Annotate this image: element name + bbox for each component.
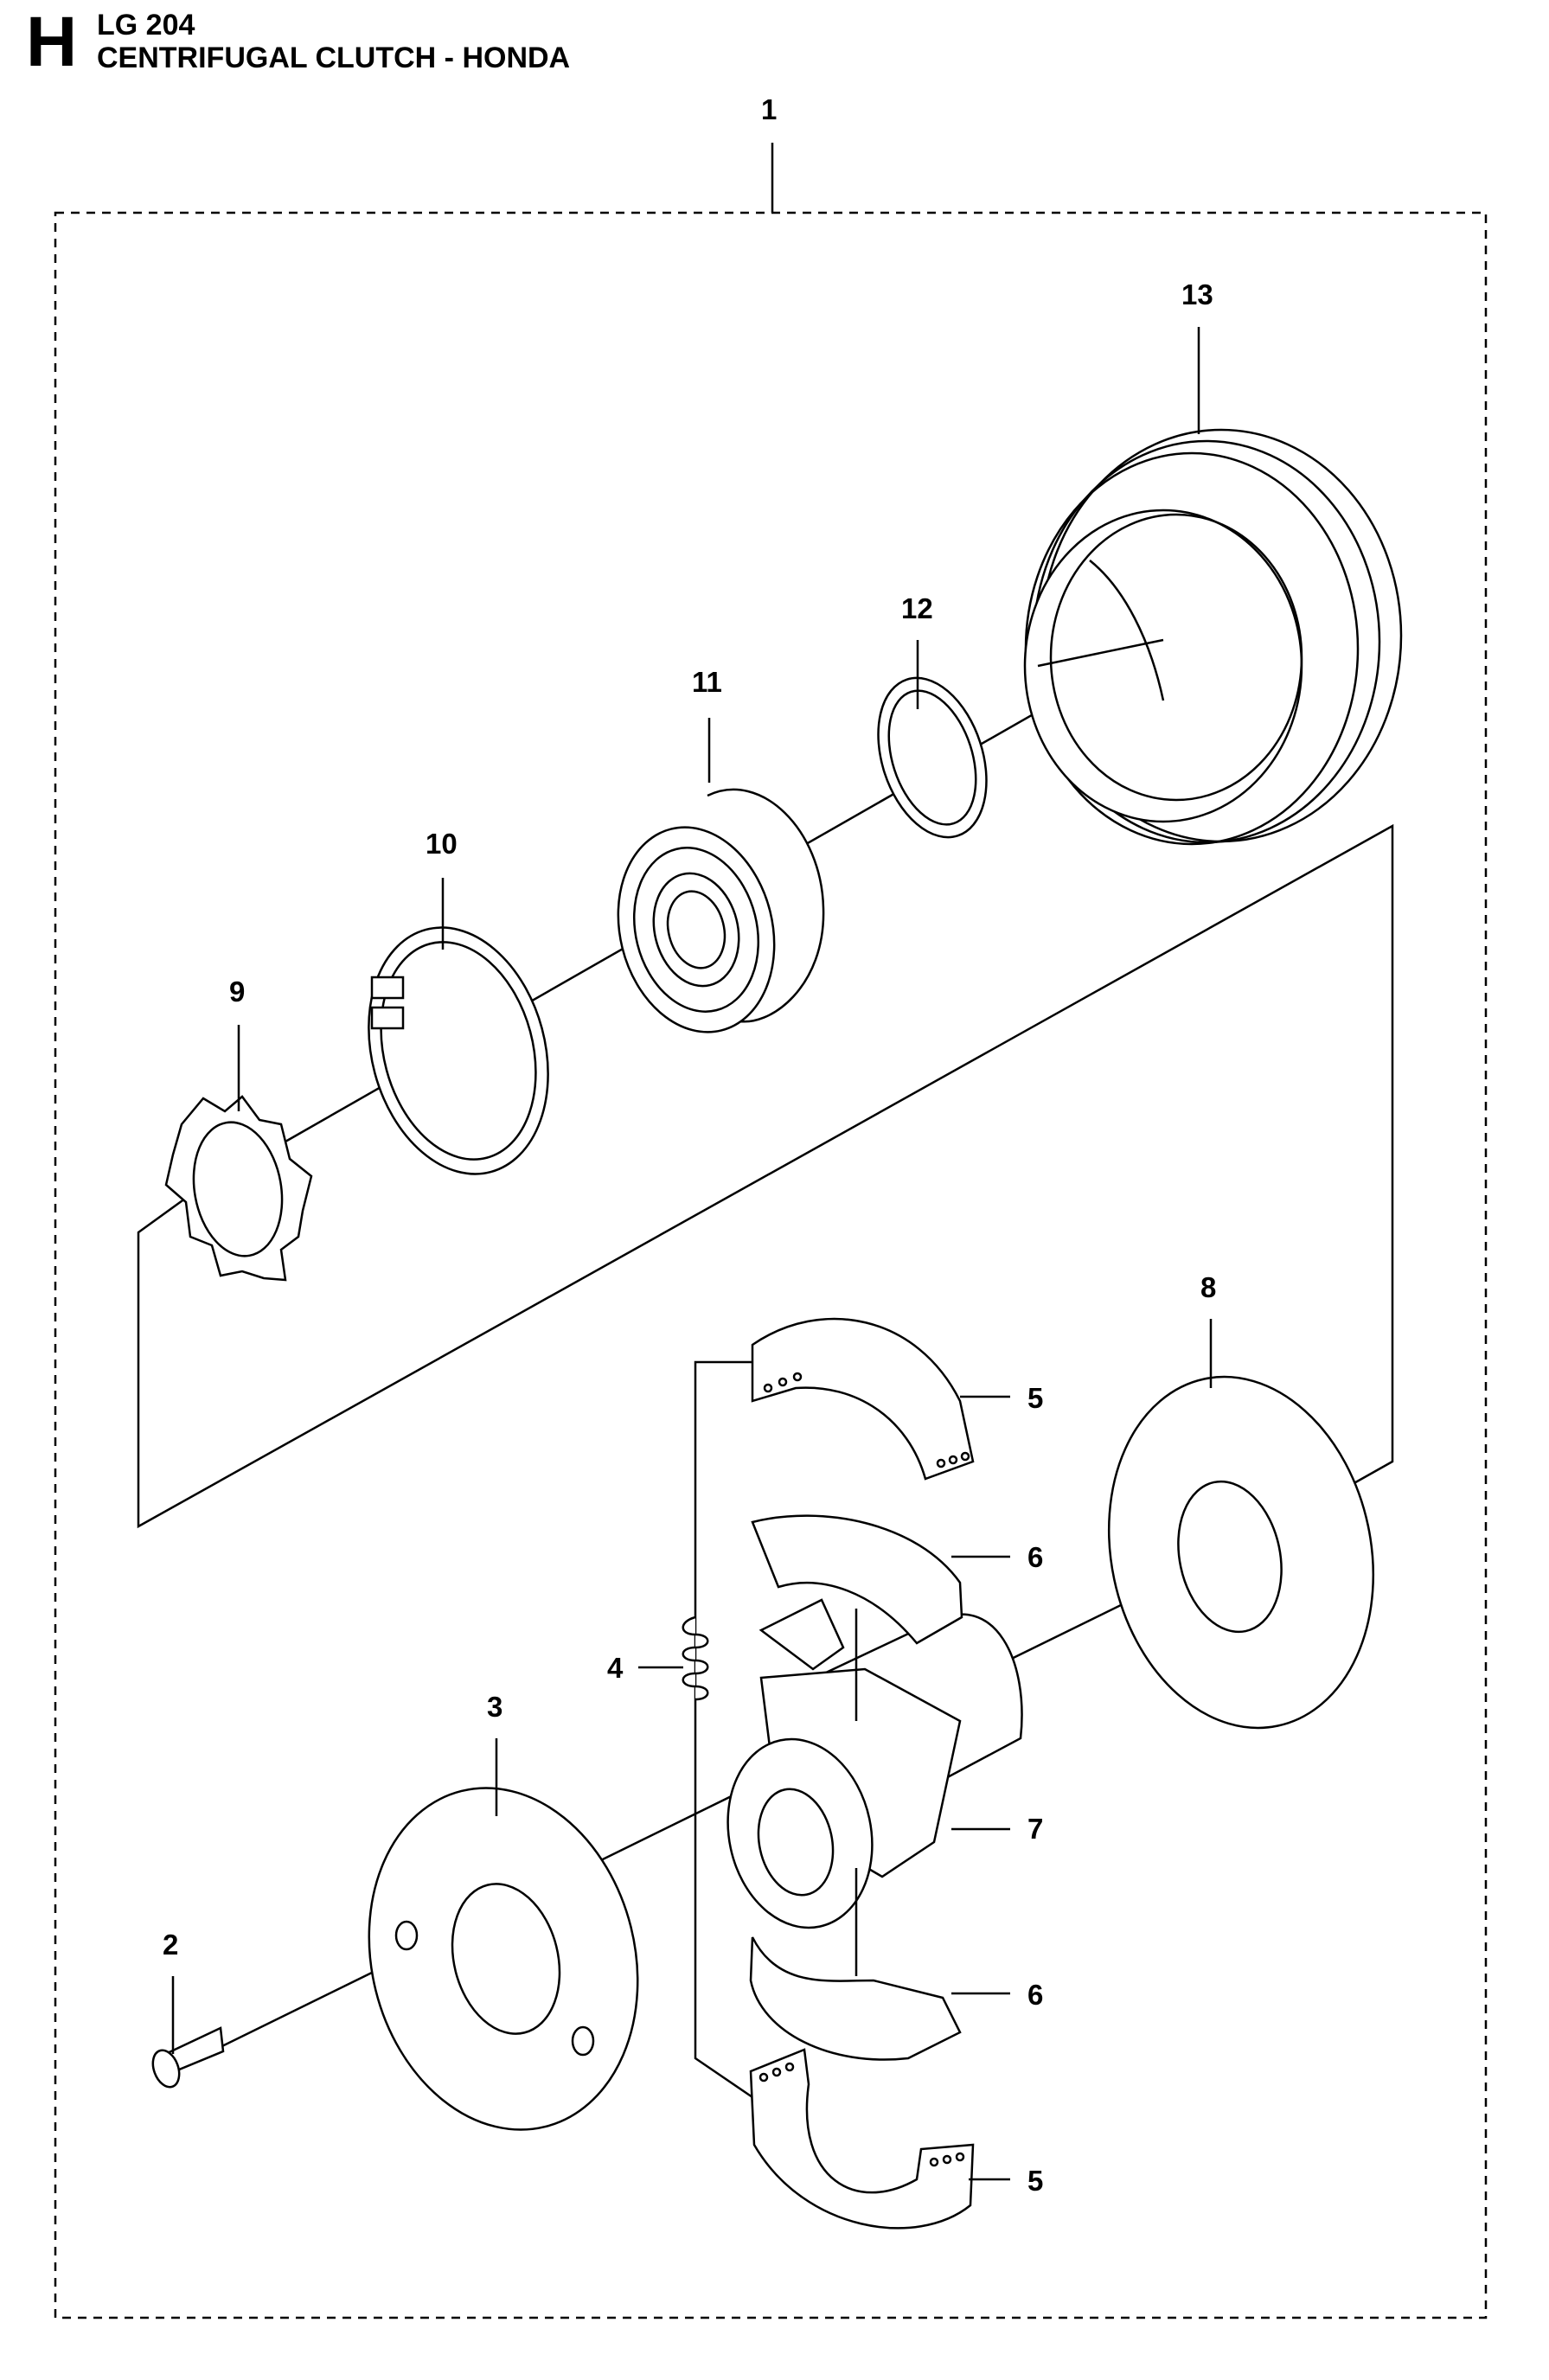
part-9-tab-washer [164,1095,313,1282]
part-3-plate [368,1787,639,2131]
part-5-clutch-shoe-upper [751,1317,975,1481]
callout-5-lower: 5 [1027,2165,1043,2197]
part-2-screw [151,2026,225,2089]
part-12-ring [877,676,988,839]
diagram-title: CENTRIFUGAL CLUTCH - HONDA [97,42,571,74]
shoe-bracket [694,1360,753,2099]
callout-8: 8 [1200,1271,1216,1303]
callout-6-lower: 6 [1027,1979,1043,2011]
callout-1: 1 [761,93,777,125]
model-number: LG 204 [97,9,195,42]
section-letter: H [26,3,78,81]
part-8-disc [1107,1375,1375,1730]
callout-2: 2 [163,1929,178,1961]
assembly-boundary [54,211,1488,2319]
part-13-clutch-drum [1023,428,1403,846]
part-6-shoe-weight-upper [751,1514,963,1645]
part-6-shoe-weight-lower [749,1936,962,2061]
part-7-hub [726,1598,1023,1929]
callout-7: 7 [1027,1813,1043,1845]
callout-3: 3 [487,1691,502,1723]
part-4-spring [682,1615,709,1701]
part-5-clutch-shoe-lower [749,2048,975,2230]
part-10-circlip [368,926,549,1175]
callout-6-upper: 6 [1027,1541,1043,1573]
axis-lower [188,1555,1220,2064]
part-11-bearing [617,788,825,1033]
callout-11: 11 [692,666,722,698]
callout-10: 10 [426,828,458,860]
callout-4: 4 [607,1652,624,1684]
callout-12: 12 [901,592,933,624]
callout-5-upper: 5 [1027,1382,1043,1414]
callout-13: 13 [1181,278,1213,310]
bracket-connector [137,823,1394,1529]
callout-9: 9 [229,976,245,1008]
